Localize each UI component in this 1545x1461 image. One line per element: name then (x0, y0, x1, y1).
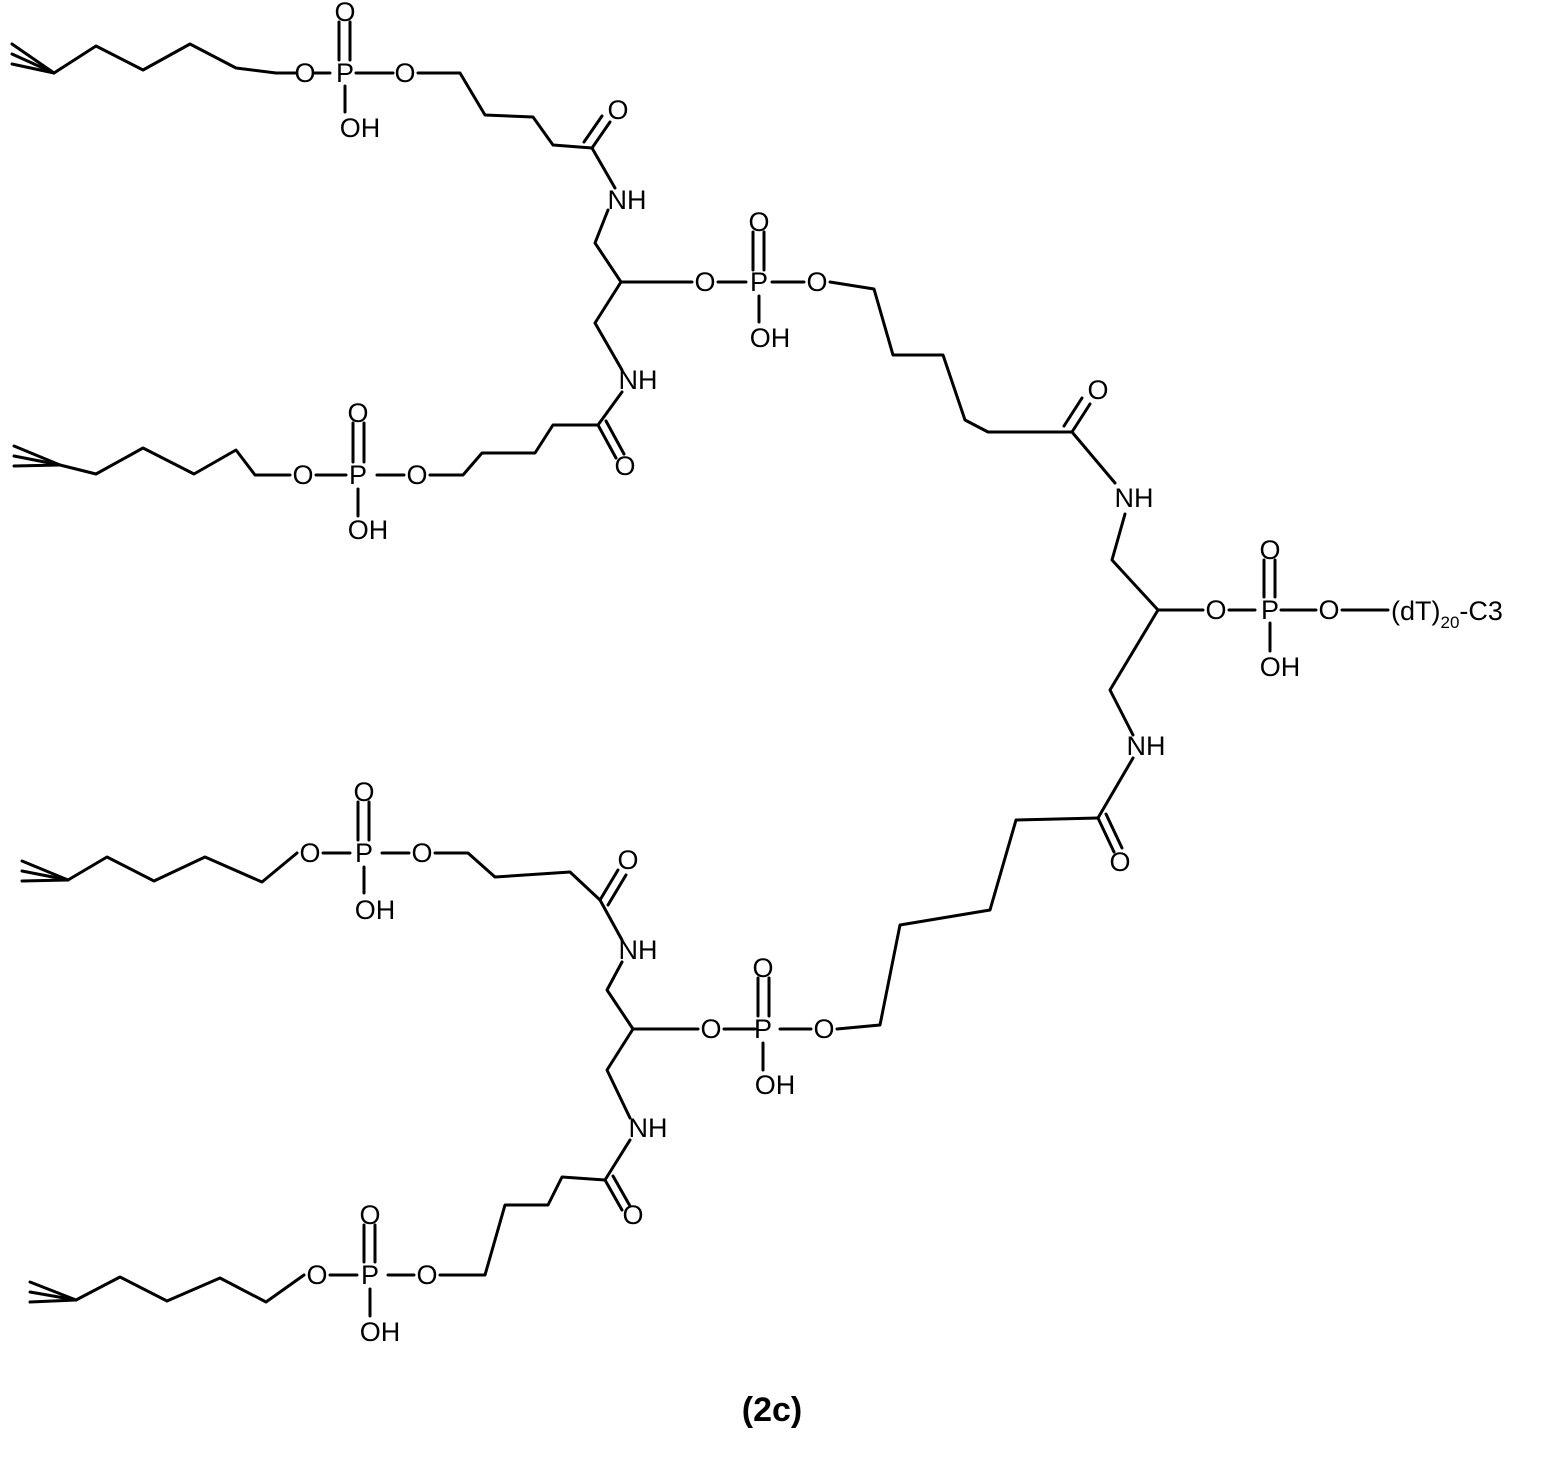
lower-spacer-bonds (837, 758, 1133, 1029)
branch-3-bonds (22, 802, 626, 940)
phosphorus-label: P (754, 1014, 772, 1044)
carbonyl-oxygen-label: O (1109, 847, 1130, 877)
oxygen-label: O (406, 460, 427, 490)
oligo-suffix: -C3 (1459, 596, 1503, 626)
amine-label: NH (619, 935, 658, 965)
amine-label: NH (619, 365, 658, 395)
central-node-bonds (1110, 514, 1388, 735)
phosphorus-label: P (336, 58, 354, 88)
carbonyl-oxygen-label: O (614, 451, 635, 481)
hydroxyl-label: OH (360, 1317, 401, 1347)
amine-label: NH (1115, 483, 1154, 513)
hydroxyl-label: OH (355, 895, 396, 925)
carbonyl-oxygen-label: O (1087, 375, 1108, 405)
branch-1-bonds (12, 22, 615, 188)
amine-label: NH (608, 185, 647, 215)
phosphorus-label: P (1261, 595, 1279, 625)
oligo-main: (dT) (1391, 596, 1441, 626)
oxygen-label: O (306, 1260, 327, 1290)
phosphorus-label: P (750, 267, 768, 297)
oxygen-label: O (806, 267, 827, 297)
oxygen-label: O (292, 460, 313, 490)
oxygen-label: O (752, 953, 773, 983)
oligo-subscript: 20 (1441, 613, 1460, 632)
atom-labels: O P O O OH O NH O P O O OH NH O NH O O P… (292, 0, 1339, 1347)
oxygen-label: O (694, 267, 715, 297)
carbonyl-oxygen-label: O (607, 95, 628, 125)
carbonyl-oxygen-label: O (622, 1200, 643, 1230)
phosphorus-label: P (355, 838, 373, 868)
carbonyl-oxygen-label: O (617, 845, 638, 875)
oxygen-label: O (1259, 535, 1280, 565)
hydroxyl-label: OH (1260, 652, 1301, 682)
oxygen-label: O (394, 58, 415, 88)
bond-skeleton (12, 22, 1388, 1316)
oxygen-label: O (294, 58, 315, 88)
terminal-oligo-label: (dT)20-C3 (1391, 596, 1503, 632)
compound-label: (2c) (742, 1391, 802, 1429)
hydroxyl-label: OH (750, 323, 791, 353)
oxygen-label: O (359, 1200, 380, 1230)
oxygen-label: O (353, 777, 374, 807)
oxygen-label: O (700, 1014, 721, 1044)
oxygen-label: O (1318, 595, 1339, 625)
oxygen-label: O (334, 0, 355, 27)
oxygen-label: O (416, 1260, 437, 1290)
amine-label: NH (1127, 731, 1166, 761)
oxygen-label: O (299, 838, 320, 868)
phosphorus-label: P (349, 460, 367, 490)
oxygen-label: O (813, 1014, 834, 1044)
amine-label: NH (629, 1113, 668, 1143)
oxygen-label: O (347, 398, 368, 428)
hydroxyl-label: OH (755, 1070, 796, 1100)
branch-2-bonds (14, 392, 624, 516)
oxygen-label: O (411, 838, 432, 868)
phosphorus-label: P (361, 1260, 379, 1290)
oxygen-label: O (1205, 595, 1226, 625)
oxygen-label: O (748, 207, 769, 237)
hydroxyl-label: OH (348, 515, 389, 545)
branch-4-bonds (30, 1140, 630, 1316)
node-1-bonds (595, 210, 1115, 483)
hydroxyl-label: OH (340, 113, 381, 143)
